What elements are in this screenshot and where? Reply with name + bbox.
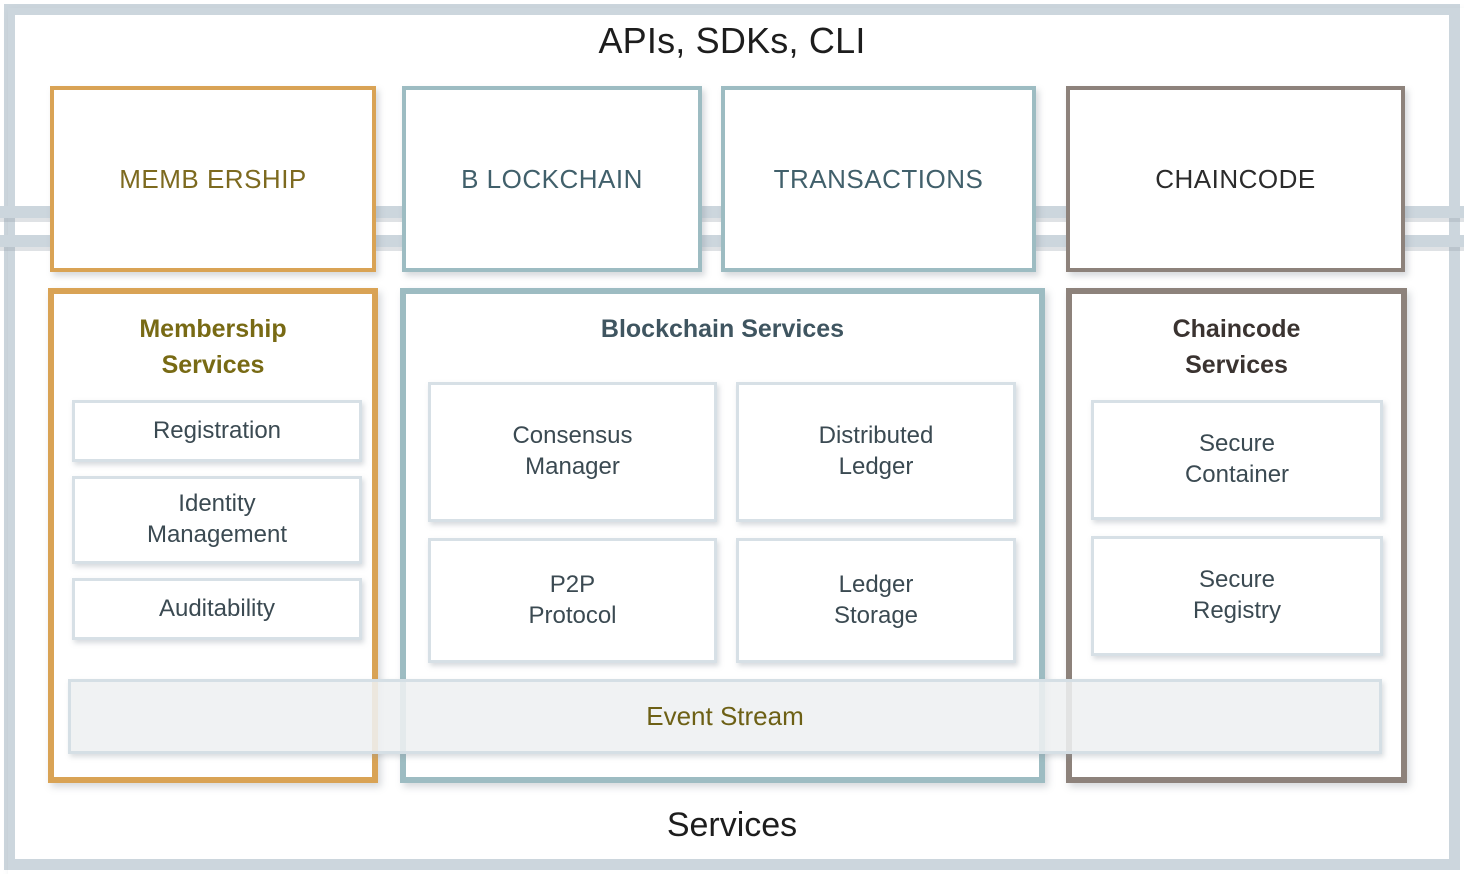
api-box-chaincode-label: CHAINCODE (1155, 163, 1316, 194)
panel-blockchain-title: Blockchain Services (600, 315, 845, 343)
api-box-blockchain-label: B LOCKCHAIN (461, 163, 643, 194)
top-layer-title: APIs, SDKs, CLI (598, 20, 866, 61)
item-secure-container-label: Secure Container (1184, 430, 1290, 488)
api-box-transactions-label: TRANSACTIONS (773, 163, 984, 194)
item-consensus-manager-label: Consensus Manager (512, 422, 633, 480)
panel-chaincode-title-line1: Chaincode (1172, 315, 1301, 343)
event-stream-label: Event Stream (646, 701, 804, 731)
panel-membership-title-line1: Membership (139, 315, 287, 343)
panel-membership-title-line2: Services (161, 350, 265, 379)
item-registration: Registration (72, 400, 362, 462)
api-box-transactions: TRANSACTIONS (721, 86, 1036, 272)
item-auditability-label: Auditability (158, 594, 276, 622)
item-identity-management-label: Identity Management (146, 490, 288, 548)
item-p2p-protocol: P2P Protocol (428, 538, 717, 663)
panel-chaincode-title-line2: Services (1185, 350, 1288, 379)
event-stream-bar: Event Stream (68, 679, 1382, 754)
bottom-layer-title: Services (666, 806, 798, 844)
api-box-membership: MEMB ERSHIP (50, 86, 376, 272)
item-secure-registry: Secure Registry (1091, 536, 1383, 656)
item-secure-registry-label: Secure Registry (1192, 566, 1282, 624)
item-distributed-ledger-label: Distributed Ledger (818, 422, 934, 480)
item-p2p-protocol-label: P2P Protocol (528, 570, 617, 629)
item-ledger-storage: Ledger Storage (736, 538, 1016, 663)
item-ledger-storage-label: Ledger Storage (833, 570, 919, 629)
panel-membership-title: Membership Services (54, 294, 372, 383)
item-consensus-manager: Consensus Manager (428, 382, 717, 522)
item-registration-label: Registration (152, 416, 282, 444)
api-box-blockchain: B LOCKCHAIN (402, 86, 702, 272)
panel-chaincode-title: Chaincode Services (1072, 294, 1401, 383)
item-distributed-ledger: Distributed Ledger (736, 382, 1016, 522)
item-auditability: Auditability (72, 578, 362, 640)
api-box-membership-label: MEMB ERSHIP (119, 163, 307, 194)
item-identity-management: Identity Management (72, 476, 362, 564)
item-secure-container: Secure Container (1091, 400, 1383, 520)
api-box-chaincode: CHAINCODE (1066, 86, 1405, 272)
